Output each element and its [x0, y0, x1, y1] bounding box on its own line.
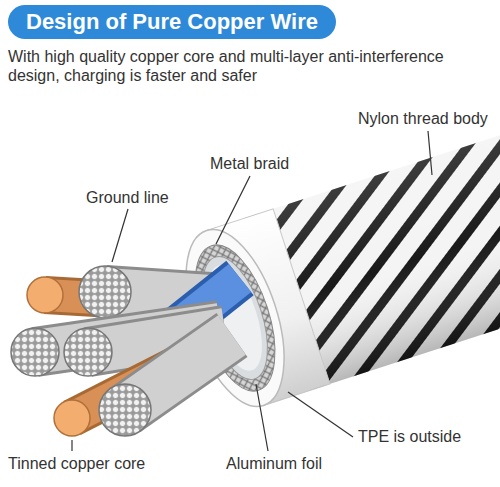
part-label: Aluminum foil — [226, 454, 322, 473]
part-label: Ground line — [86, 188, 169, 207]
strand-bundle — [99, 384, 151, 436]
leader-line — [216, 176, 250, 244]
leader-line — [112, 209, 128, 262]
subtitle: With high quality copper core and multi-… — [8, 47, 448, 85]
leader-line — [428, 131, 432, 175]
leader-line — [71, 440, 72, 451]
leader-lines — [72, 131, 432, 451]
title-banner: Design of Pure Copper Wire — [8, 5, 336, 39]
leader-line — [288, 392, 353, 437]
strand-bundle — [11, 328, 59, 376]
part-label: Metal braid — [210, 154, 289, 173]
strand-bundle — [79, 266, 131, 318]
copper-core — [54, 400, 90, 436]
part-label: TPE is outside — [358, 427, 461, 446]
copper-core — [27, 277, 63, 313]
leader-line — [256, 384, 268, 451]
part-label: Tinned copper core — [8, 454, 145, 473]
wires — [11, 266, 240, 436]
part-label: Nylon thread body — [358, 109, 488, 128]
strand-bundle — [64, 328, 112, 376]
